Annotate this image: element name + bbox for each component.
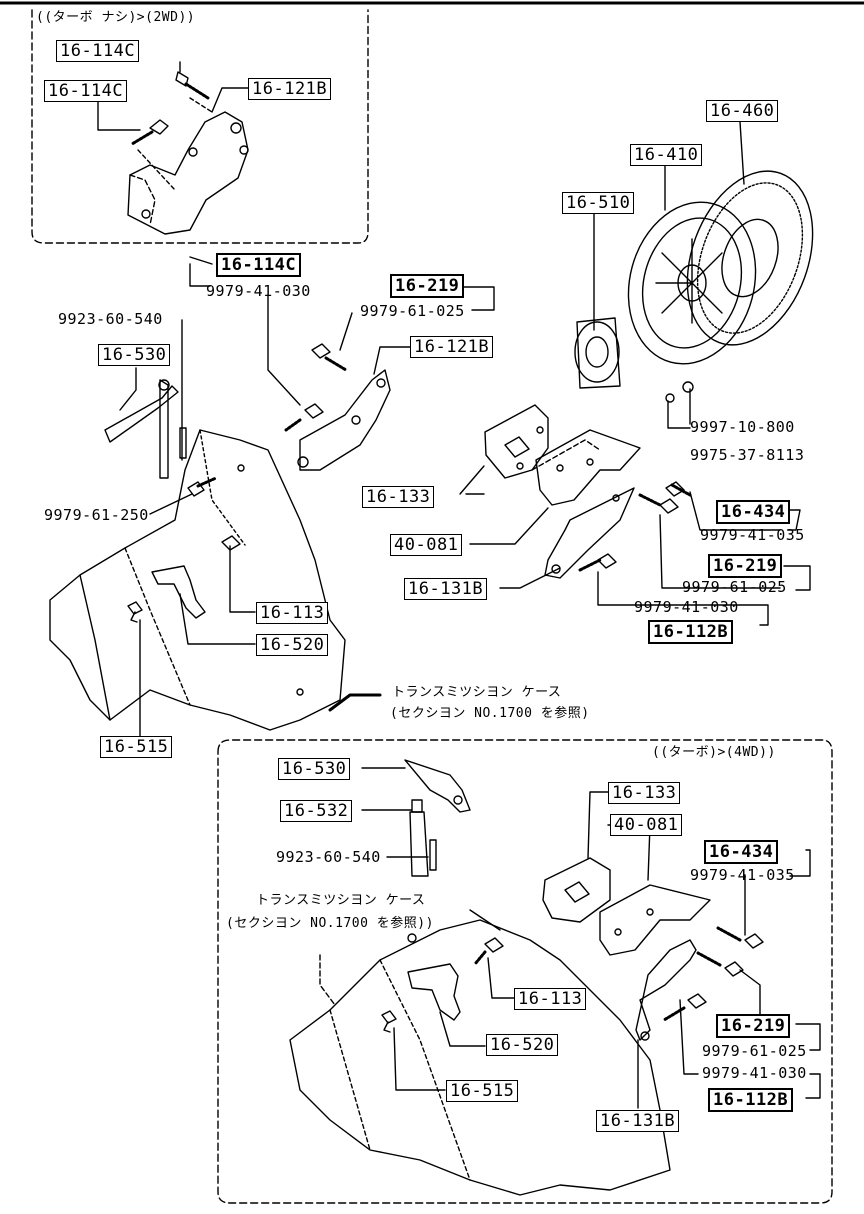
variant-label-4wd: ((ターボ)>(4WD))	[652, 745, 776, 760]
transmission-case-reference: (セクシヨン NO.1700 を参照))	[226, 916, 434, 931]
part-label-16-112B: 16-112B	[708, 1088, 794, 1112]
part-label-16-530: 16-530	[278, 758, 351, 780]
part-label-16-510: 16-510	[562, 192, 635, 214]
part-label-16-532: 16-532	[280, 800, 353, 822]
section-border-4wd	[217, 739, 833, 1204]
bolt-number-9979-41-030: 9979-41-030	[206, 282, 311, 300]
bolt-number-9979-61-250: 9979-61-250	[44, 506, 149, 524]
bolt-number-9997-10-800: 9997-10-800	[690, 418, 795, 436]
part-label-16-520: 16-520	[486, 1034, 559, 1056]
part-label-16-114C: 16-114C	[56, 40, 140, 62]
bolt-number-9979-41-035: 9979-41-035	[690, 866, 795, 884]
transmission-case-reference: (セクシヨン NO.1700 を参照)	[390, 706, 590, 721]
part-label-16-121B: 16-121B	[248, 78, 332, 100]
part-label-16-460: 16-460	[706, 100, 779, 122]
transmission-case-2wd-illustration	[49, 379, 346, 731]
clutch-assembly-illustration	[574, 170, 814, 403]
part-label-16-520: 16-520	[256, 634, 329, 656]
bolt-number-9979-61-025: 9979-61-025	[702, 1042, 807, 1060]
part-label-16-530: 16-530	[98, 344, 171, 366]
part-label-16-515: 16-515	[100, 736, 173, 758]
part-label-16-219: 16-219	[708, 554, 783, 578]
bolt-number-9979-61-025: 9979-61-025	[682, 578, 787, 596]
part-label-16-133: 16-133	[608, 782, 681, 804]
variant-label-2wd: ((ターボ ナシ)>(2WD))	[36, 10, 196, 25]
part-label-40-081: 40-081	[610, 814, 683, 836]
part-label-16-131B: 16-131B	[404, 578, 488, 600]
bolt-number-9923-60-540: 9923-60-540	[276, 848, 381, 866]
bolt-number-9979-61-025: 9979-61-025	[360, 302, 465, 320]
part-label-40-081: 40-081	[390, 534, 463, 556]
transmission-case-caption: トランスミツシヨン ケース	[392, 685, 562, 700]
part-label-16-113: 16-113	[256, 602, 329, 624]
part-label-16-131B: 16-131B	[596, 1110, 680, 1132]
part-label-16-113: 16-113	[514, 988, 587, 1010]
part-label-16-133: 16-133	[362, 486, 435, 508]
bolt-number-9979-41-035: 9979-41-035	[700, 526, 805, 544]
part-label-16-410: 16-410	[630, 144, 703, 166]
part-label-16-219: 16-219	[716, 1014, 791, 1038]
section-border-2wd	[31, 9, 369, 244]
mount-bracket-illustration	[284, 343, 692, 579]
part-label-16-114C: 16-114C	[216, 253, 302, 277]
transmission-case-caption: トランスミツシヨン ケース	[256, 893, 426, 908]
bolt-number-9979-41-030: 9979-41-030	[634, 598, 739, 616]
part-label-16-434: 16-434	[716, 500, 791, 524]
part-label-16-114C: 16-114C	[44, 80, 128, 102]
part-label-16-219: 16-219	[390, 274, 465, 298]
part-label-16-515: 16-515	[446, 1080, 519, 1102]
bolt-number-9975-37-8113: 9975-37-8113	[690, 446, 805, 464]
part-label-16-434: 16-434	[704, 840, 779, 864]
part-label-16-112B: 16-112B	[648, 620, 734, 644]
inset-bracket-illustration	[127, 71, 249, 235]
part-label-16-121B: 16-121B	[410, 336, 494, 358]
bolt-number-9923-60-540: 9923-60-540	[58, 310, 163, 328]
transmission-case-4wd-illustration	[289, 759, 764, 1196]
bolt-number-9979-41-030: 9979-41-030	[702, 1064, 807, 1082]
